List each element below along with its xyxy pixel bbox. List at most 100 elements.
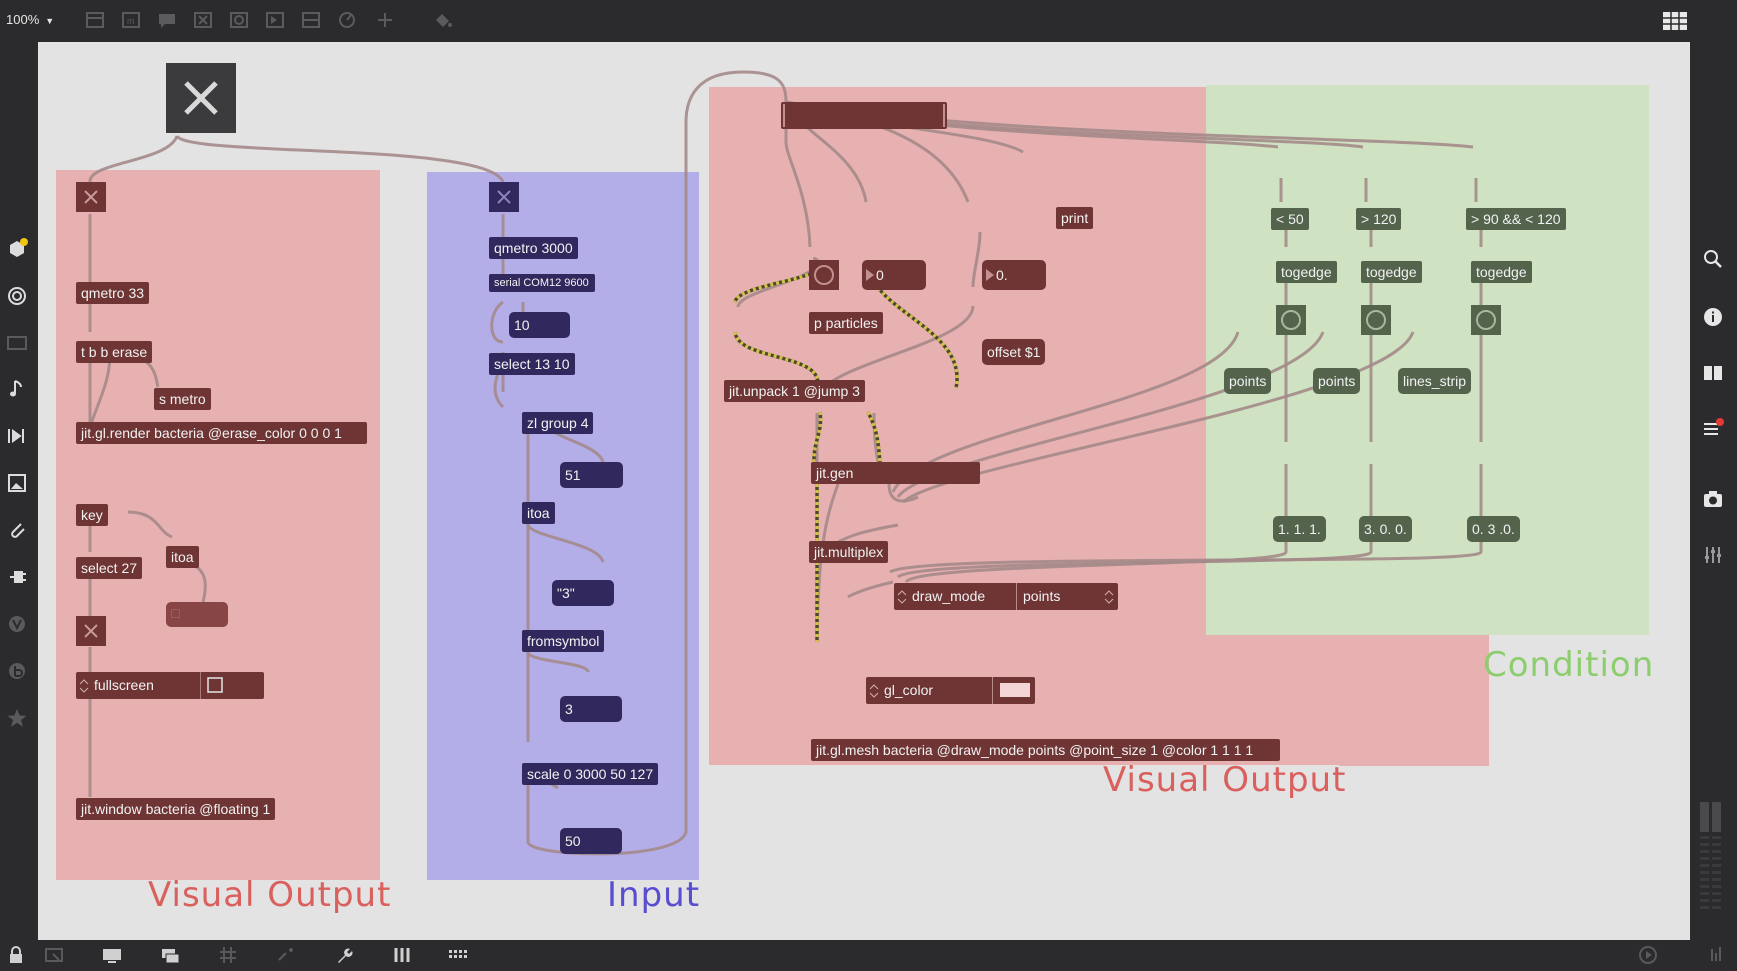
itoa-object[interactable]: itoa	[166, 546, 199, 568]
select-object[interactable]: select 27	[76, 557, 143, 579]
plug-icon[interactable]	[6, 566, 28, 588]
list-icon[interactable]	[1702, 418, 1724, 440]
qmetro-3000-object[interactable]: qmetro 3000	[489, 237, 578, 259]
step-icon[interactable]	[6, 425, 28, 447]
lt-50-object[interactable]: < 50	[1271, 208, 1309, 230]
float-box-0[interactable]: 0.	[982, 260, 1046, 290]
send-metro-object[interactable]: s metro	[154, 388, 211, 410]
select-13-10-object[interactable]: select 13 10	[489, 353, 575, 375]
mixer-icon[interactable]	[1702, 544, 1724, 566]
image-icon[interactable]	[6, 472, 28, 494]
svg-text:m: m	[127, 16, 135, 26]
v-icon[interactable]	[6, 613, 28, 635]
draw-mode-label: draw_mode	[912, 588, 986, 604]
fullscreen-toggle[interactable]	[76, 616, 106, 646]
number-box-3[interactable]: 3	[560, 696, 622, 722]
points-message-2[interactable]: points	[1313, 368, 1361, 394]
presentation-icon[interactable]	[84, 11, 106, 31]
input-toggle[interactable]	[489, 182, 519, 212]
offset-message[interactable]: offset $1	[982, 339, 1046, 365]
fromsymbol-object[interactable]: fromsymbol	[522, 630, 605, 652]
paperclip-icon[interactable]	[6, 519, 28, 541]
package-icon[interactable]	[6, 238, 28, 260]
gl-mesh-object[interactable]: jit.gl.mesh bacteria @draw_mode points @…	[811, 739, 1280, 761]
togedge-object-1[interactable]: togedge	[1276, 261, 1337, 283]
monitor-icon[interactable]	[102, 945, 122, 965]
layers-icon[interactable]	[160, 945, 180, 965]
number-box-0[interactable]: 0	[862, 260, 926, 290]
trigger-object[interactable]: t b b erase	[76, 341, 153, 363]
plus-icon[interactable]	[374, 11, 396, 31]
multiplex-object[interactable]: jit.multiplex	[809, 541, 889, 563]
info-icon[interactable]	[1702, 306, 1724, 328]
window-object[interactable]: jit.window bacteria @floating 1	[76, 798, 276, 820]
togedge-object-3[interactable]: togedge	[1471, 261, 1532, 283]
music-note-icon[interactable]	[6, 378, 28, 400]
color-message-1[interactable]: 1. 1. 1.	[1273, 516, 1326, 542]
number-box-51[interactable]: 51	[560, 462, 623, 488]
itoa-input-object[interactable]: itoa	[522, 502, 555, 524]
condition-bang-3[interactable]	[1471, 305, 1501, 335]
number-icon[interactable]	[264, 11, 286, 31]
render-toggle[interactable]	[76, 182, 106, 212]
play-icon[interactable]	[1638, 945, 1658, 965]
message-icon[interactable]: m	[120, 11, 142, 31]
columns-icon[interactable]	[392, 945, 412, 965]
number-box-50[interactable]: 50	[560, 828, 622, 854]
window-icon[interactable]	[6, 332, 28, 354]
button-icon[interactable]	[192, 11, 214, 31]
zl-group-object[interactable]: zl group 4	[522, 412, 594, 434]
slider-object[interactable]	[781, 102, 947, 129]
zoom-dropdown[interactable]: 100%▼	[6, 12, 54, 27]
condition-bang-1[interactable]	[1276, 305, 1306, 335]
color-message-3[interactable]: 0. 3 .0.	[1467, 516, 1520, 542]
lock-icon[interactable]	[6, 945, 26, 965]
qmetro-object[interactable]: qmetro 33	[76, 282, 150, 304]
comment-icon[interactable]	[156, 11, 178, 31]
range-object[interactable]: > 90 && < 120	[1466, 208, 1566, 230]
star-icon[interactable]	[6, 707, 28, 729]
unpack-object[interactable]: jit.unpack 1 @jump 3	[724, 380, 865, 402]
target-icon[interactable]	[6, 285, 28, 307]
color-swatch[interactable]	[1000, 683, 1030, 697]
grid-view-icon[interactable]	[1662, 9, 1688, 33]
patcher-canvas[interactable]: Visual Output Input Visual Output Condit…	[38, 42, 1690, 940]
gt-120-object[interactable]: > 120	[1356, 208, 1402, 230]
condition-bang-2[interactable]	[1361, 305, 1391, 335]
b-icon[interactable]	[6, 660, 28, 682]
presentation-icon[interactable]	[44, 945, 64, 965]
jit-gen-object[interactable]: jit.gen	[811, 462, 980, 484]
fullscreen-attrui[interactable]: fullscreen	[76, 672, 264, 699]
grid-icon[interactable]	[218, 945, 238, 965]
particles-bang[interactable]	[809, 260, 839, 290]
draw-mode-attrui[interactable]: draw_mode points	[894, 583, 1118, 610]
toggle-icon[interactable]	[228, 11, 250, 31]
columns-icon[interactable]	[1702, 362, 1724, 384]
lines-strip-message[interactable]: lines_strip	[1398, 368, 1472, 394]
bottom-toolbar	[0, 940, 1737, 969]
message-box[interactable]: □	[166, 602, 228, 627]
main-toggle[interactable]	[166, 63, 236, 133]
particles-object[interactable]: p particles	[809, 312, 883, 334]
search-icon[interactable]	[1702, 248, 1724, 270]
scale-object[interactable]: scale 0 3000 50 127	[522, 763, 659, 785]
color-message-2[interactable]: 3. 0. 0.	[1359, 516, 1412, 542]
points-message-1[interactable]: points	[1224, 368, 1272, 394]
key-object[interactable]: key	[76, 504, 108, 526]
paint-bucket-icon[interactable]	[432, 11, 454, 31]
audio-icon[interactable]	[1706, 945, 1726, 965]
visual-output-label-center: Visual Output	[1103, 760, 1347, 800]
wrench-icon[interactable]	[334, 945, 354, 965]
gl-color-attrui[interactable]: gl_color	[866, 677, 1035, 704]
togedge-object-2[interactable]: togedge	[1361, 261, 1422, 283]
dial-icon[interactable]	[336, 11, 358, 31]
slider-icon[interactable]	[300, 11, 322, 31]
camera-icon[interactable]	[1702, 488, 1724, 510]
print-object[interactable]: print	[1056, 207, 1094, 229]
render-object[interactable]: jit.gl.render bacteria @erase_color 0 0 …	[76, 422, 367, 444]
snap-icon[interactable]	[276, 945, 296, 965]
keyboard-icon[interactable]	[448, 945, 468, 965]
serial-object[interactable]: serial COM12 9600	[489, 274, 595, 292]
number-box-10[interactable]: 10	[509, 312, 570, 338]
message-quote-3[interactable]: "3"	[552, 580, 614, 606]
